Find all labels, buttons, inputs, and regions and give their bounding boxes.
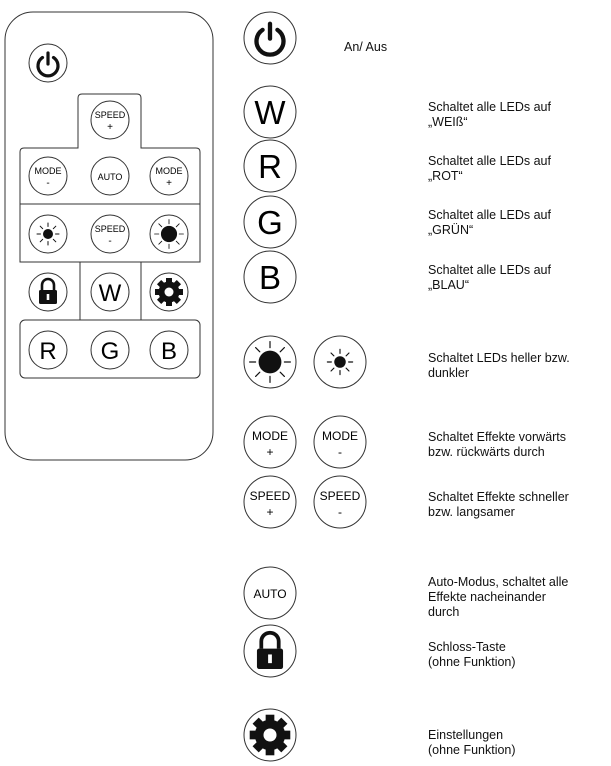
remote-control: SPEED + MODE - AUTO MODE + SPEED - — [4, 11, 214, 461]
power-description: An/ Aus — [344, 40, 388, 54]
legend-bright-button — [243, 335, 297, 389]
remote-g-button[interactable]: G — [90, 330, 130, 370]
svg-text:B: B — [161, 338, 177, 365]
remote-w-button[interactable]: W — [90, 272, 130, 312]
legend-speed-minus-button: SPEED - — [313, 475, 367, 529]
gear-icon — [249, 714, 291, 756]
remote-mode-plus-button[interactable]: MODE + — [149, 156, 189, 196]
gear-icon — [155, 278, 183, 306]
remote-mode-minus-button[interactable]: MODE - — [28, 156, 68, 196]
svg-text:+: + — [266, 445, 273, 459]
svg-text:-: - — [338, 505, 342, 519]
svg-text:+: + — [107, 122, 113, 133]
svg-text:+: + — [266, 505, 273, 519]
remote-power-button[interactable] — [28, 43, 68, 83]
legend-lock-button — [243, 624, 297, 678]
svg-text:R: R — [39, 338, 56, 365]
legend-mode-plus-button: MODE + — [243, 415, 297, 469]
svg-text:B: B — [259, 259, 281, 296]
svg-text:W: W — [99, 280, 122, 307]
remote-settings-button[interactable] — [149, 272, 189, 312]
legend-r-button: R — [243, 139, 297, 193]
remote-b-button[interactable]: B — [149, 330, 189, 370]
svg-text:MODE: MODE — [252, 429, 288, 443]
legend-b-button: B — [243, 250, 297, 304]
remote-rgb-group — [19, 319, 201, 379]
svg-text:SPEED: SPEED — [320, 489, 361, 503]
svg-text:MODE: MODE — [322, 429, 358, 443]
legend-settings-button — [243, 708, 297, 762]
remote-lock-button[interactable] — [28, 272, 68, 312]
settings-description: Einstellungen (ohne Funktion) — [428, 728, 516, 757]
g-description: Schaltet alle LEDs auf „GRÜN“ — [428, 208, 551, 237]
svg-text:-: - — [46, 178, 49, 189]
svg-text:+: + — [166, 178, 172, 189]
legend-mode-minus-button: MODE - — [313, 415, 367, 469]
legend-speed-plus-button: SPEED + — [243, 475, 297, 529]
remote-speed-minus-button[interactable]: SPEED - — [90, 214, 130, 254]
svg-text:R: R — [258, 148, 282, 185]
svg-text:-: - — [108, 236, 111, 247]
brightness-description: Schaltet LEDs heller bzw. dunkler — [428, 351, 570, 380]
legend-w-button: W — [243, 85, 297, 139]
remote-r-button[interactable]: R — [28, 330, 68, 370]
b-description: Schaltet alle LEDs auf „BLAU“ — [428, 263, 551, 292]
svg-text:AUTO: AUTO — [253, 587, 286, 601]
sun-small-icon — [36, 222, 60, 246]
svg-text:SPEED: SPEED — [95, 110, 126, 120]
legend-g-button: G — [243, 195, 297, 249]
svg-text:G: G — [257, 204, 283, 241]
svg-text:MODE: MODE — [156, 166, 183, 176]
legend-power-button — [243, 11, 297, 65]
sun-large-icon — [249, 341, 292, 383]
sun-large-icon — [154, 219, 184, 249]
sun-small-icon — [326, 348, 354, 376]
lock-description: Schloss-Taste (ohne Funktion) — [428, 640, 516, 669]
w-description: Schaltet alle LEDs auf „WEIß“ — [428, 100, 551, 129]
remote-dim-button[interactable] — [28, 214, 68, 254]
speed-description: Schaltet Effekte schneller bzw. langsame… — [428, 490, 569, 519]
legend-auto-button: AUTO — [243, 566, 297, 620]
svg-text:-: - — [338, 445, 342, 459]
svg-text:W: W — [254, 94, 286, 131]
svg-text:SPEED: SPEED — [250, 489, 291, 503]
auto-description: Auto-Modus, schaltet alle Effekte nachei… — [428, 575, 569, 619]
svg-text:SPEED: SPEED — [95, 224, 126, 234]
r-description: Schaltet alle LEDs auf „ROT“ — [428, 154, 551, 183]
remote-bright-button[interactable] — [149, 214, 189, 254]
legend-dim-button — [313, 335, 367, 389]
svg-text:MODE: MODE — [35, 166, 62, 176]
svg-text:AUTO: AUTO — [98, 172, 123, 182]
remote-speed-plus-button[interactable]: SPEED + — [90, 100, 130, 140]
remote-auto-button[interactable]: AUTO — [90, 156, 130, 196]
mode-description: Schaltet Effekte vorwärts bzw. rückwärts… — [428, 430, 567, 459]
svg-text:G: G — [101, 338, 120, 365]
